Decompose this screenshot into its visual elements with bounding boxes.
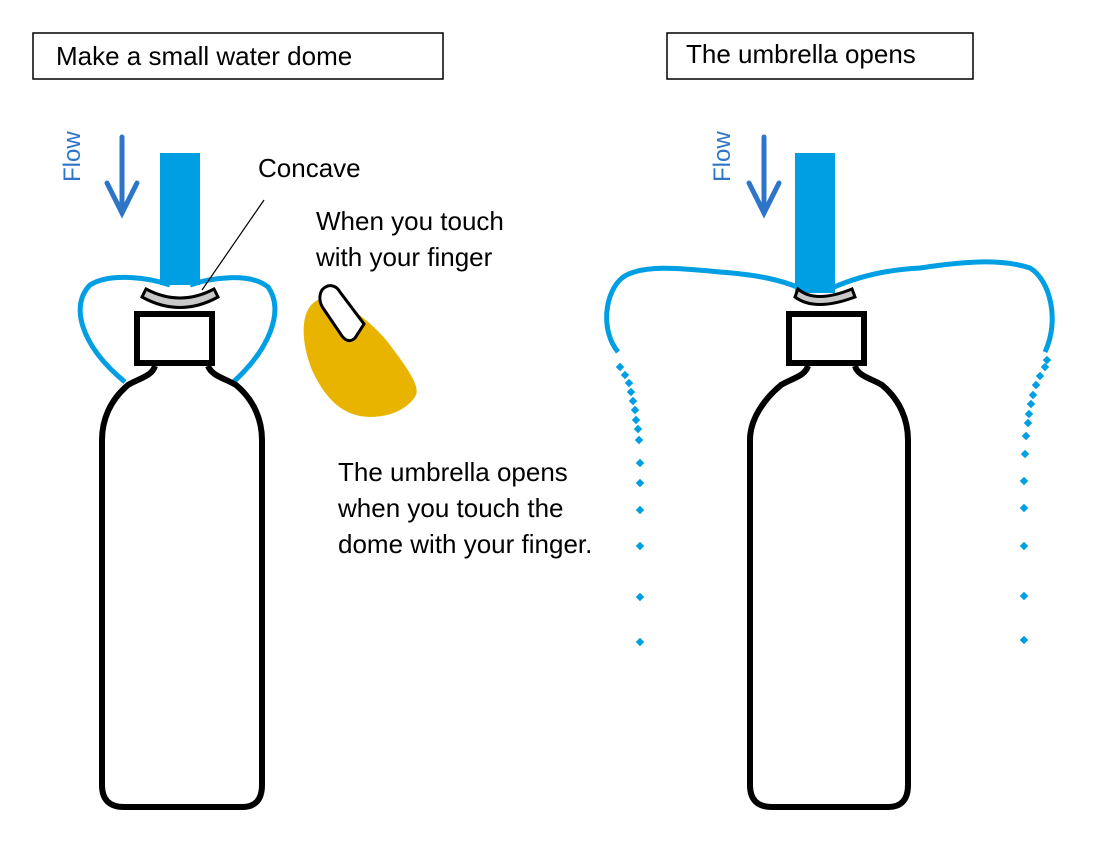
right-flow-label: Flow xyxy=(709,131,736,182)
touch-label-line1: When you touch xyxy=(316,206,504,236)
left-concave-cup xyxy=(140,286,220,309)
left-bottle-body xyxy=(99,364,265,810)
right-flow-arrow-icon xyxy=(746,134,782,219)
water-droplet xyxy=(626,387,636,397)
right-title-box xyxy=(666,32,974,80)
water-droplet xyxy=(635,505,645,515)
right-bottle-cap xyxy=(786,311,867,366)
water-droplet xyxy=(634,435,644,445)
right-droplet-trail xyxy=(1019,355,1052,645)
water-droplet xyxy=(1020,449,1030,459)
water-droplet xyxy=(628,396,638,406)
water-droplet xyxy=(635,541,645,551)
water-droplet xyxy=(624,378,634,388)
left-water-dome xyxy=(77,274,278,387)
water-droplet xyxy=(1023,418,1033,428)
right-concave-cup xyxy=(793,286,857,306)
explanation-line1: The umbrella opens xyxy=(338,457,568,487)
water-droplet xyxy=(635,478,645,488)
water-droplet xyxy=(1019,503,1029,513)
finger-icon xyxy=(303,284,417,417)
right-title: The umbrella opens xyxy=(686,39,916,69)
left-droplet-trail xyxy=(615,362,645,647)
water-droplet xyxy=(620,370,630,380)
water-droplet xyxy=(1019,541,1029,551)
water-droplet xyxy=(1035,371,1045,381)
water-droplet xyxy=(630,405,640,415)
water-droplet xyxy=(1040,362,1050,372)
left-title: Make a small water dome xyxy=(56,41,352,71)
right-panel: The umbrella opens Flow xyxy=(604,32,1055,810)
explanation-line3: dome with your finger. xyxy=(338,529,592,559)
left-flow-label: Flow xyxy=(59,131,86,182)
right-water-stream xyxy=(795,153,835,293)
explanation-line2: when you touch the xyxy=(337,493,564,523)
left-panel: Make a small water dome Flow Concave Whe… xyxy=(32,32,592,810)
right-bottle-body xyxy=(747,364,911,810)
water-droplet xyxy=(1021,431,1031,441)
water-droplet xyxy=(633,424,643,434)
water-droplet xyxy=(631,415,641,425)
water-droplet xyxy=(635,458,645,468)
left-bottle-cap xyxy=(134,311,215,366)
water-droplet xyxy=(1028,390,1038,400)
water-droplet xyxy=(615,362,625,372)
touch-label-line2: with your finger xyxy=(315,242,493,272)
concave-pointer-line xyxy=(201,199,265,291)
left-title-box xyxy=(32,32,444,80)
left-flow-arrow-icon xyxy=(104,134,140,219)
left-water-stream xyxy=(160,153,200,285)
water-droplet xyxy=(1042,355,1052,365)
water-droplet xyxy=(1024,409,1034,419)
water-droplet xyxy=(635,592,645,602)
water-droplet xyxy=(1031,380,1041,390)
right-water-umbrella xyxy=(604,259,1055,354)
water-droplet xyxy=(1026,399,1036,409)
concave-label: Concave xyxy=(258,153,361,183)
water-droplet xyxy=(635,637,645,647)
water-droplet xyxy=(1019,635,1029,645)
water-droplet xyxy=(1019,476,1029,486)
water-droplet xyxy=(1019,591,1029,601)
